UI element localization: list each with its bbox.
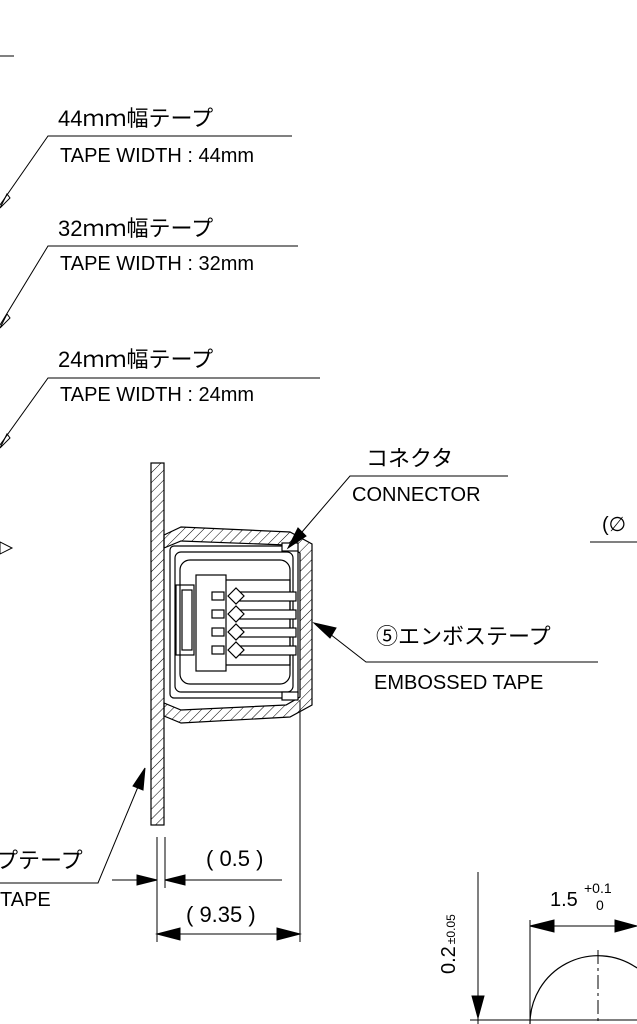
tape24-label-jp: 24ｍｍ幅テープ <box>58 347 214 372</box>
dim-hole-tol-lower: 0 <box>596 897 604 913</box>
dim-thickness-value: 0.2 <box>438 946 460 974</box>
connector-body <box>169 542 299 701</box>
embossed-tape-label-en: EMBOSSED TAPE <box>374 672 544 694</box>
connector-label-en: CONNECTOR <box>352 484 481 506</box>
dim-depth <box>155 700 302 942</box>
cover-tape-label-en: TAPE <box>0 889 51 911</box>
tape-width-arrowheads <box>0 193 14 555</box>
embossed-leader <box>312 622 598 663</box>
diameter-label-partial: (∅ <box>602 514 627 536</box>
sprocket-hole <box>529 955 637 1024</box>
dim-gap <box>112 837 282 888</box>
tape44-label-jp: 44ｍｍ幅テープ <box>58 106 214 131</box>
connector-leader <box>286 475 508 550</box>
dim-hole-tol-upper: +0.1 <box>584 880 612 896</box>
dim-thickness-tol: ±0.05 <box>444 914 458 945</box>
tape32-label-jp: 32ｍｍ幅テープ <box>58 216 214 241</box>
cover-tape-label-jp: プテープ <box>0 848 83 873</box>
dim-hole-pitch <box>529 919 637 1024</box>
dim-depth-value: ( 9.35 ) <box>186 902 256 927</box>
cover-tape <box>150 462 165 826</box>
dim-thickness-label: 0.2±0.05 <box>438 914 461 974</box>
dim-thickness <box>470 872 637 1024</box>
tape24-label-en: TAPE WIDTH : 24mm <box>60 384 255 406</box>
connector-label-jp: コネクタ <box>366 446 454 471</box>
tape-width-leaders <box>0 135 320 446</box>
dim-gap-value: ( 0.5 ) <box>206 846 264 871</box>
cover-tape-leader <box>0 767 146 884</box>
embossed-tape-label-jp: ⑤エンボステープ <box>376 624 551 649</box>
tape44-label-en: TAPE WIDTH : 44mm <box>60 145 255 167</box>
dim-hole-pitch-value: 1.5 <box>550 889 578 911</box>
tape32-label-en: TAPE WIDTH : 32mm <box>60 253 255 275</box>
